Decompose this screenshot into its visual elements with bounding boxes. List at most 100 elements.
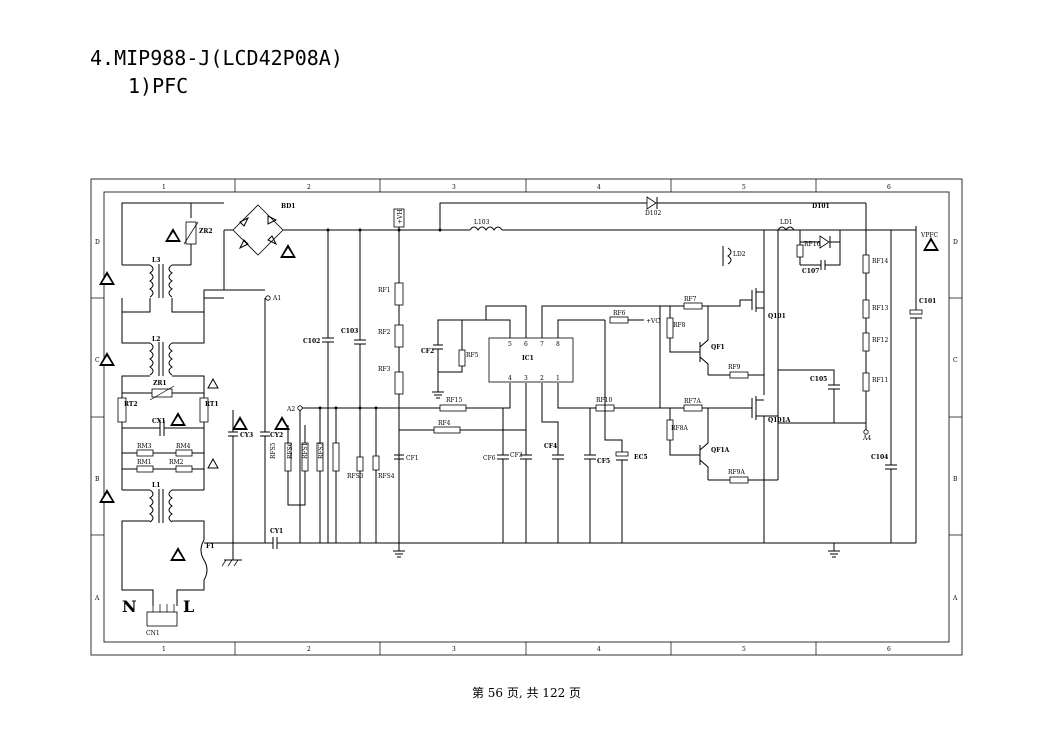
inductor-l1-b [168,489,173,523]
warning-icon [99,352,115,366]
label-vh: +VH [397,209,404,224]
label-rf5: RF5 [466,352,479,359]
label-cy3: CY3 [240,432,253,439]
col-label: 4 [597,184,601,191]
svg-text:8: 8 [556,341,560,348]
label-cf2: CF2 [421,348,434,355]
label-rfs2: RFS2 [318,442,325,459]
label-ic1: IC1 [522,355,534,362]
connector-cn1 [146,611,178,627]
section-subtitle: 1)PFC [128,74,189,98]
col-label: 5 [742,646,746,653]
label-a1: A1 [272,295,281,302]
row-label: B [953,476,958,483]
row-label: B [95,476,100,483]
power-stage: L103 D102 D101 LD1 RF16 C107 LD2 [326,196,939,543]
label-zr1: ZR1 [153,380,167,387]
row-label: D [95,239,100,246]
svg-text:3: 3 [524,375,528,382]
label-ld2: LD2 [733,251,746,258]
label-cf1: CF1 [406,455,419,462]
label-rfs1: RFS1 [302,442,309,459]
label-c104: C104 [871,454,888,461]
page-title: 4.MIP988-J(LCD42P08A) [90,46,343,70]
col-label: 6 [887,646,891,653]
label-rf4: RF4 [438,420,451,427]
col-label: 3 [452,646,456,653]
label-rf14: RF14 [872,258,888,265]
warning-icon [165,228,181,242]
label-rf6: RF6 [613,310,626,317]
label-cx1: CX1 [152,418,166,425]
label-qf1a: QF1A [711,447,730,454]
svg-text:5: 5 [508,341,512,348]
label-a4: A4 [862,435,871,442]
label-rfs6: RFS6 [287,442,294,459]
warning-symbols [99,228,939,561]
page-footer: 第 56 页, 共 122 页 [471,686,582,700]
col-label: 2 [307,184,311,191]
svg-text:2: 2 [540,375,544,382]
label-rfs4: RFS4 [378,473,395,480]
label-cf6: CF6 [483,455,496,462]
label-c107: C107 [802,268,819,275]
gate-drivers: RF7 RF8 QF1 RF9 RF7A RF8A QF1A RF9A [659,296,778,484]
col-label: 3 [452,184,456,191]
warning-icon [207,377,219,389]
inductor-l3-a [149,264,154,298]
grid-column-labels: 1 2 3 4 5 6 1 2 3 4 5 6 [162,184,891,653]
label-rf10: RF10 [596,397,612,404]
label-rf3: RF3 [378,366,391,373]
col-label: 5 [742,184,746,191]
grid-ticks [91,179,962,655]
label-rm2: RM2 [169,459,184,466]
row-label: C [95,357,100,364]
input-filter: ZR2 L3 A1 L2 ZR1 RT2 RT1 [117,202,281,637]
warning-icon [99,271,115,285]
label-q101: Q101 [768,313,786,320]
label-q101a: Q101A [768,417,791,424]
label-d102: D102 [645,210,661,217]
label-cy2: CY2 [270,432,283,439]
y-capacitors: CY3 CY2 CY1 [204,298,916,567]
inductor-l2-b [168,342,173,376]
label-rf2: RF2 [378,329,391,336]
label-rf12: RF12 [872,337,888,344]
label-ld1: LD1 [780,219,793,226]
inductor-l1-a [149,489,154,523]
row-label: C [953,357,958,364]
label-cf4: CF4 [544,443,557,450]
row-label: A [952,595,958,602]
svg-text:4: 4 [508,375,512,382]
label-rf8a: RF8A [671,425,688,432]
sense-section: C102 C103 +VH RF1 RF2 RF3 CF1 A2 RF15 RF… [270,208,527,558]
label-rf9: RF9 [728,364,741,371]
label-rf7: RF7 [684,296,697,303]
label-rf15: RF15 [446,397,462,404]
col-label: 1 [162,646,166,653]
label-l3: L3 [152,257,160,264]
label-l-terminal: L [183,597,194,616]
label-f1: F1 [206,543,214,550]
label-l2: L2 [152,336,160,343]
inductor-ld1 [777,226,795,231]
warning-icon [232,416,248,430]
label-rm1: RM1 [137,459,151,466]
label-c102: C102 [303,338,320,345]
label-n: N [122,597,137,616]
label-cf5: CF5 [597,458,610,465]
inductor-l3-b [168,264,173,298]
label-rf7a: RF7A [684,398,701,405]
label-rm3: RM3 [137,443,152,450]
fuse-f1 [176,539,208,606]
col-label: 6 [887,184,891,191]
label-rf8: RF8 [673,322,686,329]
label-l103: L103 [474,219,490,226]
warning-icon [99,489,115,503]
label-rf13: RF13 [872,305,888,312]
warning-icon [923,237,939,251]
label-rf16: RF16 [804,241,820,248]
label-qf1: QF1 [711,344,725,351]
